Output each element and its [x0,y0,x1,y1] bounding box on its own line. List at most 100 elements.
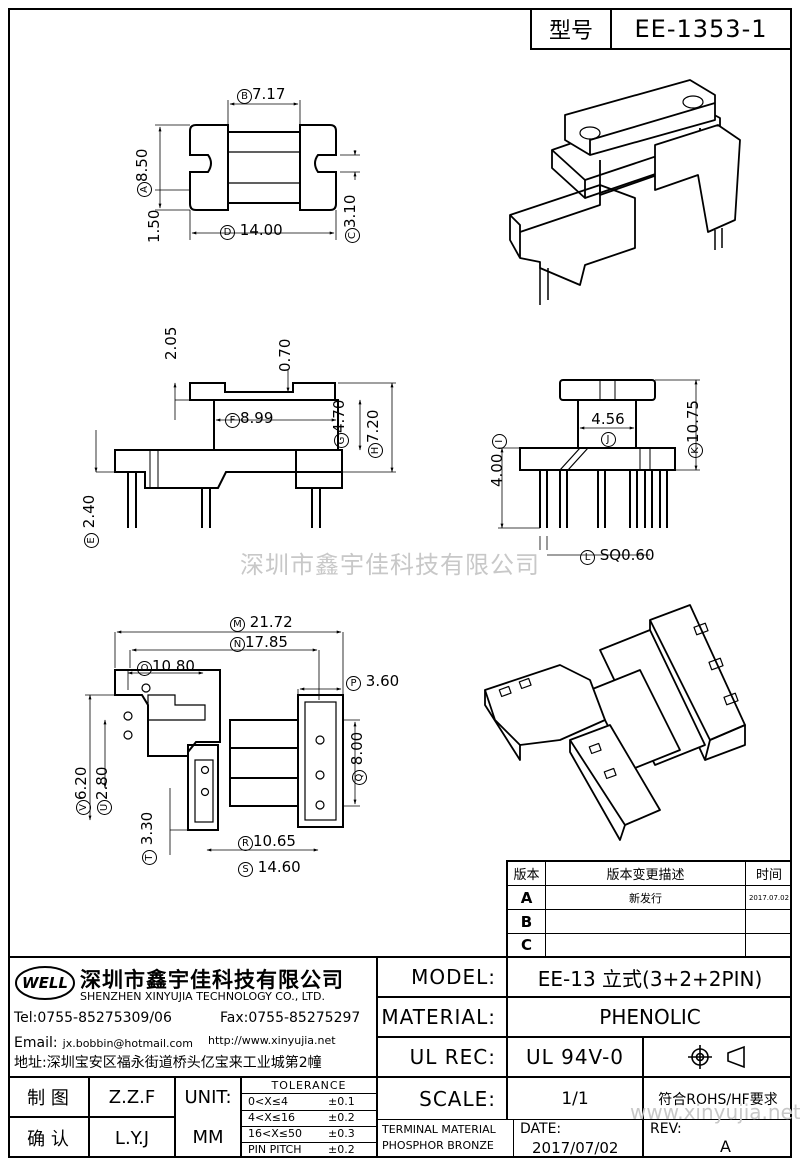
company-email-row: Email: jx.bobbin@hotmail.com [14,1032,193,1051]
terminal-line-2: PHOSPHOR BRONZE [382,1139,494,1152]
rev-value: A [720,1137,731,1156]
iso-view-bottom [484,604,746,841]
dim-letter-c: C [345,228,360,243]
date-label: DATE: [520,1121,562,1137]
company-address: 地址:深圳宝安区福永街道桥头亿宝来工业城第2幢 [14,1055,322,1071]
dim-v: V6.20 [72,767,91,815]
dim-value-e: 2.40 [80,494,98,529]
logo-text: WELL [22,974,68,992]
dim-value-v: 6.20 [72,766,90,800]
bottom-view [114,669,344,831]
dim-value-s: 14.60 [257,858,301,876]
front-view [114,382,343,528]
tolerance-row: 0<X≤4 ±0.1 [242,1094,376,1111]
rev-row-b-desc [546,910,746,934]
dim-h: H7.20 [364,410,383,458]
dim-letter-r: R [238,836,253,851]
dim-value-o: 10.80 [152,657,195,675]
rev-row-b-version: B [508,910,546,934]
dim-value-j: 4.56 [591,410,625,428]
tolerance-value: ±0.2 [328,1111,355,1124]
tolerance-title: TOLERANCE [242,1078,376,1094]
dim-letter-v: V [76,800,91,815]
dim-letter-n: N [230,637,245,652]
dim-letter-t: T [142,850,157,865]
ulrec-label: UL REC: [378,1038,508,1078]
dim-value-f: 8.99 [240,409,274,427]
scale-value: 1/1 [508,1078,644,1120]
top-view [189,124,337,211]
dim-value-c: 3.10 [341,194,359,228]
rev-cell: REV: A [644,1120,792,1158]
dim-value-r: 10.65 [253,832,296,850]
dim-205: 2.05 [162,326,180,360]
side-view [519,379,676,528]
dim-value-i: 4.00 [488,453,506,487]
side-view-dimensions [498,379,700,556]
company-fax: Fax:0755-85275297 [220,1010,361,1026]
drawing-frame [8,8,792,1158]
material-label: MATERIAL: [378,998,508,1038]
top-view-dimensions [155,100,360,240]
company-email: jx.bobbin@hotmail.com [62,1037,193,1050]
dim-c: C3.10 [341,195,360,243]
model-value: EE-13 立式(3+2+2PIN) [508,958,792,998]
terminal-material: TERMINAL MATERIAL PHOSPHOR BRONZE [378,1120,514,1158]
terminal-line-1: TERMINAL MATERIAL [382,1123,496,1136]
dim-k: K10.75 [684,400,703,458]
dim-letter-s: S [238,862,253,877]
model-number: EE-1353-1 [634,15,768,43]
rev-header-version: 版本 [508,862,546,886]
tolerance-value: ±0.1 [328,1095,355,1108]
dim-j: 4.56 J [588,410,628,447]
dim-letter-p: P [346,676,361,691]
rev-header-desc: 版本变更描述 [546,862,746,886]
ulrec-value: UL 94V-0 [508,1038,644,1078]
company-name-cn: 深圳市鑫宇佳科技有限公司 [80,968,344,992]
dim-letter-k: K [688,443,703,458]
dim-i: 4.00 I [488,433,507,487]
revision-table: 版本 版本变更描述 时间 A 新发行 2017.07.02 B C [506,860,792,956]
dim-m: M 21.72 [230,613,293,632]
rev-row-c-date [746,934,792,956]
crosshair-icon [688,1045,712,1069]
type-label: 型号 [532,10,612,48]
dim-letter-i: I [492,433,507,449]
dim-letter-e: E [84,533,99,548]
tolerance-value: ±0.3 [328,1127,355,1140]
divider-company [376,958,378,1158]
tolerance-range: PIN PITCH [248,1143,302,1156]
dim-p: P 3.60 [346,672,399,691]
dim-letter-o: O [137,661,152,676]
rohs-note: 符合ROHS/HF要求 [644,1078,792,1120]
tolerance-range: 16<X≤50 [248,1127,302,1140]
model-header-box: 型号 EE-1353-1 [530,8,792,50]
tolerance-row: 4<X≤16 ±0.2 [242,1110,376,1127]
company-logo: WELL [14,964,76,1002]
dim-value-g: 4.70 [330,399,348,433]
dim-letter-d: D [220,225,235,240]
dim-a: A8.50 [133,149,152,197]
technical-drawing [85,79,746,855]
drawn-label: 制 图 [8,1076,90,1116]
dim-letter-j: J [600,432,616,447]
dim-value-p: 3.60 [365,672,400,690]
dim-value-t: 3.30 [138,811,156,846]
material-value: PHENOLIC [508,998,792,1038]
dim-l: L SQ0.60 [580,546,655,565]
dim-value-h: 7.20 [364,409,382,443]
projection-symbol [644,1038,792,1078]
company-name-en: SHENZHEN XINYUJIA TECHNOLOGY CO., LTD. [80,990,325,1003]
check-label: 确 认 [8,1116,90,1158]
dim-g: G4.70 [330,400,349,448]
dim-value-m: 21.72 [249,613,293,631]
dim-value-d: 14.00 [239,221,283,239]
dim-value-n: 17.85 [245,633,288,651]
scale-label: SCALE: [378,1078,508,1120]
dim-d: D 14.00 [220,221,283,240]
dim-value-a: 8.50 [133,148,151,182]
dim-value-u: 2.80 [93,766,111,800]
